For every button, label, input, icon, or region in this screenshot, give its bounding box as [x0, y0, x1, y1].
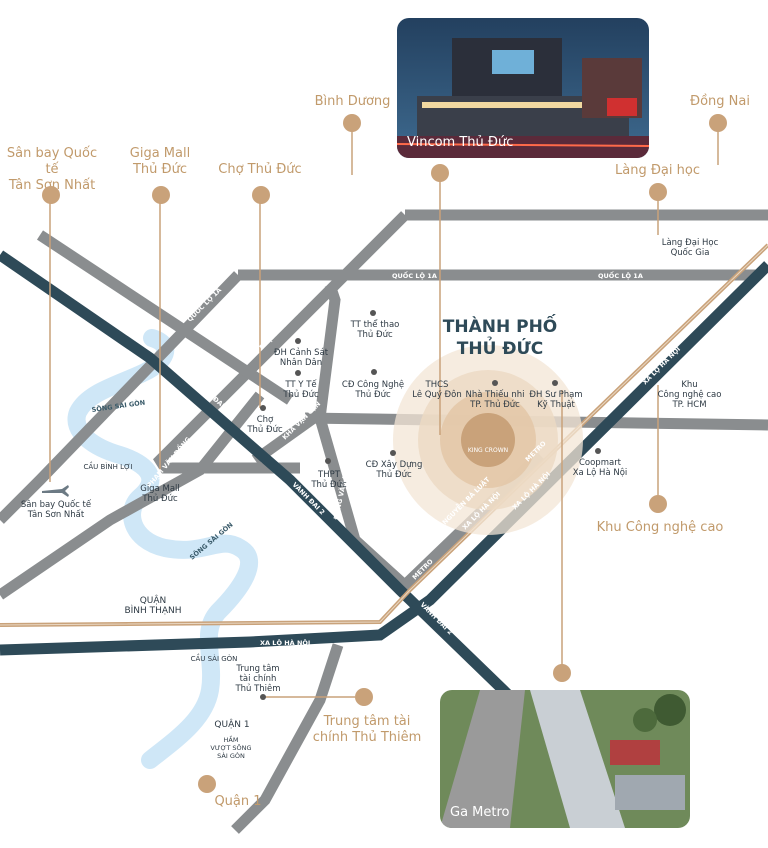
- svg-text:METRO: METRO: [726, 239, 750, 263]
- place-nha-thieu-nhi: Nhà Thiếu nhi TP. Thủ Đức: [465, 390, 525, 410]
- place-lang-dh-qg: Làng Đại Học Quốc Gia: [661, 238, 719, 258]
- plane-icon: [42, 485, 69, 497]
- callout-cho-thu-duc: Chợ Thủ Đức: [218, 162, 302, 177]
- king-crown-label: KING CROWN: [467, 447, 509, 454]
- pin-coopmart: [595, 448, 601, 454]
- pin-cd-cong-nghe: [371, 369, 377, 375]
- metro-line-light: [0, 244, 768, 626]
- pin-tt-y-te: [295, 370, 301, 376]
- pin-trung-tam: [260, 694, 266, 700]
- pin-cho: [260, 405, 266, 411]
- pin-nha-thieu-nhi: [492, 380, 498, 386]
- dot-san-bay[interactable]: [42, 186, 60, 204]
- place-cd-xay-dung: CĐ Xây Dựng Thủ Đức: [365, 460, 423, 480]
- place-trung-tam-small: Trung tâm tài chính Thủ Thiêm: [235, 664, 281, 694]
- dot-cho-thu-duc[interactable]: [252, 186, 270, 204]
- dot-binh-duong[interactable]: [343, 114, 361, 132]
- callout-lang-dai-hoc: Làng Đại học: [615, 163, 700, 178]
- place-dh-canh-sat: ĐH Cảnh Sát Nhân Dân: [273, 348, 329, 368]
- metro-caption: Ga Metro: [450, 805, 510, 820]
- dot-giga-mall[interactable]: [152, 186, 170, 204]
- vincom-photo: Vincom Thủ Đức: [397, 18, 649, 158]
- dot-lang-dai-hoc[interactable]: [649, 183, 667, 201]
- dot-trung-tam-tc[interactable]: [355, 688, 373, 706]
- dot-ga-metro[interactable]: [553, 664, 571, 682]
- pin-thpt: [325, 458, 331, 464]
- dot-quan-1[interactable]: [198, 775, 216, 793]
- place-coopmart: Coopmart Xa Lộ Hà Nội: [572, 458, 628, 478]
- pin-cd-xay-dung: [390, 450, 396, 456]
- svg-text:QUỐC LỘ 1A: QUỐC LỘ 1A: [392, 270, 437, 280]
- king-crown-marker[interactable]: [461, 413, 515, 467]
- pin-tt-the-thao: [370, 310, 376, 316]
- svg-text:QUỐC LỘ 1A: QUỐC LỘ 1A: [598, 270, 643, 280]
- metro-photo: Ga Metro: [440, 690, 690, 828]
- place-cho: Chợ Thủ Đức: [247, 415, 283, 435]
- svg-text:XA LỘ HÀ NỘI: XA LỘ HÀ NỘI: [260, 638, 310, 647]
- callout-khu-cnc: Khu Công nghệ cao: [596, 520, 724, 535]
- place-thcs: THCS Lê Quý Đôn: [412, 380, 462, 400]
- place-dh-su-pham: ĐH Sư Phạm Kỹ Thuật: [529, 390, 583, 410]
- callout-trung-tam-tc: Trung tâm tài chính Thủ Thiêm: [312, 714, 422, 745]
- callout-quan-1: Quận 1: [214, 794, 262, 809]
- callout-giga-mall: Giga Mall Thủ Đức: [129, 146, 191, 177]
- place-tt-y-te: TT Y Tế Thủ Đức: [283, 380, 319, 400]
- dot-dong-nai[interactable]: [709, 114, 727, 132]
- callout-san-bay: Sân bay Quốc tế Tân Sơn Nhất: [6, 146, 98, 193]
- callout-dong-nai: Đồng Nai: [690, 94, 750, 109]
- pin-dh-canh-sat: [295, 338, 301, 344]
- place-khu-cnc-tphcm: Khu Công nghệ cao TP. HCM: [657, 380, 722, 410]
- place-quan1-small: QUẬN 1: [214, 720, 250, 730]
- dot-vincom[interactable]: [431, 164, 449, 182]
- place-quan-binh-thanh: QUẬN BÌNH THẠNH: [124, 596, 182, 616]
- vincom-building-image: [397, 18, 649, 158]
- place-cd-cong-nghe: CĐ Công Nghệ Thủ Đức: [341, 380, 405, 400]
- city-title: THÀNH PHỐ THỦ ĐỨC: [442, 317, 558, 359]
- place-thpt: THPT Thủ Đức: [311, 470, 347, 490]
- place-ham: HẦM VƯỢT SÔNG SÀI GÒN: [210, 736, 252, 760]
- callout-lines: [49, 130, 719, 698]
- metro-station-image: [440, 690, 690, 828]
- place-cau-sai-gon: CẦU SÀI GÒN: [190, 655, 238, 663]
- place-san-bay-small: Sân bay Quốc tế Tân Sơn Nhất: [20, 500, 92, 520]
- pin-dh-su-pham: [552, 380, 558, 386]
- dot-khu-cnc[interactable]: [649, 495, 667, 513]
- place-cau-binh-loi: CẦU BÌNH LỢI: [83, 463, 133, 471]
- place-giga-mall-small: Giga Mall Thủ Đức: [140, 484, 180, 504]
- callout-binh-duong: Bình Dương: [314, 94, 391, 109]
- place-tt-the-thao: TT thể thao Thủ Đức: [350, 320, 400, 340]
- vincom-caption: Vincom Thủ Đức: [407, 135, 514, 150]
- saigon-river: [67, 329, 259, 769]
